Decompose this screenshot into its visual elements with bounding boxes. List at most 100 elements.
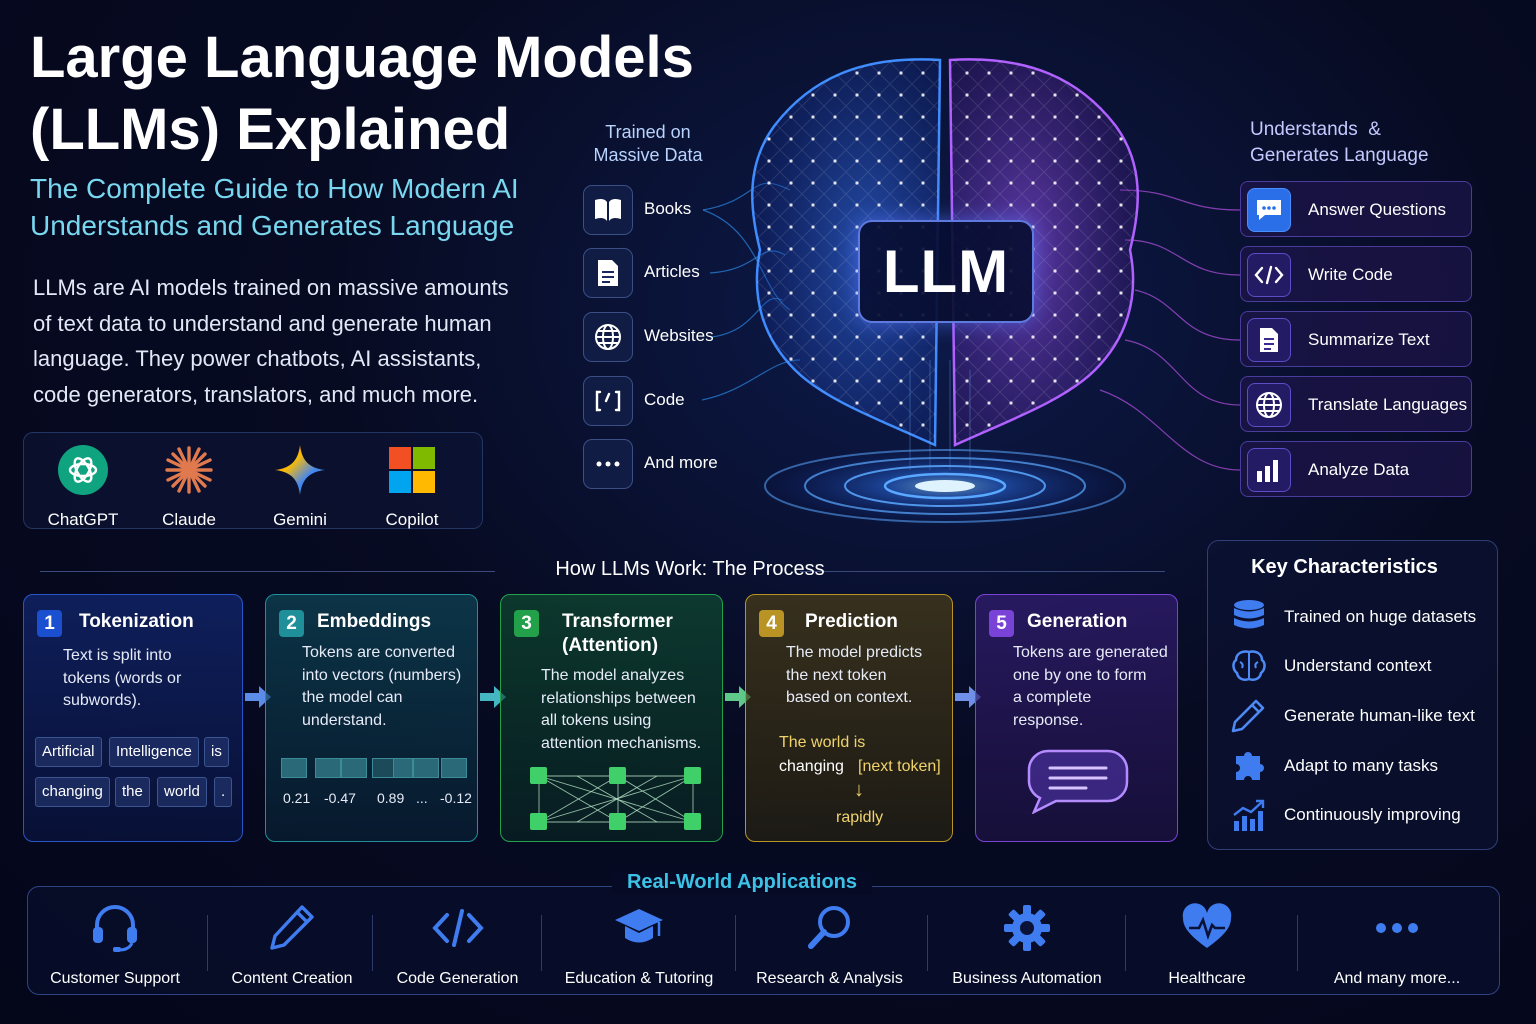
prediction-example-line-1: The world is	[779, 734, 866, 751]
arrow-right-icon	[480, 686, 506, 708]
copilot-logo-icon	[389, 447, 435, 493]
vector-cell	[413, 758, 439, 778]
token-chip: the	[115, 777, 150, 807]
models-panel: ChatGPT Claude	[23, 432, 483, 529]
next-token-tag: [next token]	[858, 758, 941, 775]
arrow-right-icon	[955, 686, 981, 708]
divider	[800, 571, 1165, 572]
intro-line: code generators, translators, and much m…	[33, 381, 479, 407]
process-title: How LLMs Work: The Process	[555, 558, 825, 580]
token-chip: world	[157, 777, 207, 807]
characteristic-item: Continuously improving	[1230, 797, 1490, 833]
app-healthcare[interactable]: Healthcare	[1140, 903, 1274, 991]
source-label: Books	[644, 199, 692, 218]
arrow-right-icon	[725, 686, 751, 708]
step-embeddings: 2 Embeddings Tokens are converted into v…	[265, 594, 478, 842]
model-copilot[interactable]: Copilot	[362, 443, 462, 530]
model-chatgpt[interactable]: ChatGPT	[33, 443, 133, 530]
divider	[1125, 915, 1126, 971]
divider	[927, 915, 928, 971]
pencil-icon	[1231, 699, 1265, 733]
book-icon	[583, 185, 633, 235]
app-education-tutoring[interactable]: Education & Tutoring	[553, 903, 725, 991]
outputs-heading: Understands & Generates Language	[1250, 117, 1470, 169]
output-label: Answer Questions	[1308, 200, 1446, 219]
step-tokenization: 1 Tokenization Text is split into tokens…	[23, 594, 243, 842]
source-item-code[interactable]: Code	[583, 376, 733, 426]
output-label: Analyze Data	[1308, 460, 1410, 479]
output-label: Translate Languages	[1308, 395, 1468, 414]
step-description: Text is split into tokens (words or subw…	[63, 647, 182, 709]
app-research-analysis[interactable]: Research & Analysis	[752, 903, 907, 991]
model-claude[interactable]: Claude	[139, 443, 239, 530]
characteristic-label: Generate human-like text	[1284, 706, 1475, 725]
step-description: The model analyzes relationships between…	[541, 667, 702, 752]
app-label: And many more...	[1333, 970, 1461, 987]
intro-line: LLMs are AI models trained on massive am…	[33, 275, 509, 300]
arrow-right-icon	[245, 686, 271, 708]
output-translate-languages[interactable]: Translate Languages	[1240, 376, 1472, 432]
characteristic-item: Generate human-like text	[1230, 698, 1490, 734]
step-description: Tokens are converted into vectors (numbe…	[302, 644, 462, 729]
output-answer-questions[interactable]: Answer Questions	[1240, 181, 1472, 237]
puzzle-icon	[1236, 752, 1264, 780]
app-code-generation[interactable]: Code Generation	[385, 903, 530, 991]
globe-icon	[583, 312, 633, 362]
vector-cell	[281, 758, 307, 778]
app-customer-support[interactable]: Customer Support	[40, 903, 190, 991]
intro-line: language. They power chatbots, AI assist…	[33, 346, 482, 371]
source-item-books[interactable]: Books	[583, 185, 733, 235]
characteristic-label: Adapt to many tasks	[1284, 756, 1439, 775]
pencil-icon	[270, 905, 314, 950]
intro-line: of text data to understand and generate …	[33, 310, 492, 336]
glow-platform	[764, 449, 1126, 523]
app-label: Business Automation	[952, 970, 1102, 987]
model-gemini[interactable]: Gemini	[250, 443, 350, 530]
key-characteristics-title: Key Characteristics	[1251, 556, 1438, 578]
sources-heading-line-1: Trained on	[605, 122, 691, 142]
step-transformer: 3 Transformer (Attention) The model anal…	[500, 594, 723, 842]
characteristic-item: Understand context	[1230, 648, 1490, 684]
subtitle-line-2: Understands and Generates Language	[30, 210, 515, 241]
source-item-articles[interactable]: Articles	[583, 248, 733, 298]
model-name: Gemini	[273, 510, 327, 529]
source-item-websites[interactable]: Websites	[583, 312, 733, 362]
app-more[interactable]: And many more...	[1322, 903, 1472, 991]
vector-value: -0.12	[440, 790, 472, 806]
more-dots-icon	[583, 439, 633, 489]
title-line-1: Large Language Models	[30, 25, 694, 90]
divider	[1297, 915, 1298, 971]
app-content-creation[interactable]: Content Creation	[217, 903, 367, 991]
output-analyze-data[interactable]: Analyze Data	[1240, 441, 1472, 497]
vector-value: 0.21	[283, 790, 311, 806]
app-label: Customer Support	[50, 970, 180, 987]
code-tag-icon	[431, 909, 484, 947]
model-name: Copilot	[385, 510, 439, 529]
attention-network-diagram	[530, 767, 701, 830]
divider	[735, 915, 736, 971]
sources-heading-line-2: Massive Data	[593, 145, 703, 165]
source-item-more[interactable]: And more	[583, 439, 733, 489]
characteristic-label: Trained on huge datasets	[1284, 607, 1477, 626]
app-business-automation[interactable]: Business Automation	[944, 903, 1110, 991]
predicted-token: rapidly	[836, 809, 884, 826]
applications-title: Real-World Applications	[612, 871, 872, 894]
step-description: Tokens are generated one by one to form …	[1013, 644, 1168, 729]
page-subtitle: The Complete Guide to How Modern AI Unde…	[30, 170, 570, 244]
app-label: Research & Analysis	[756, 970, 903, 987]
output-write-code[interactable]: Write Code	[1240, 246, 1472, 302]
step-number: 4	[759, 610, 784, 637]
output-summarize-text[interactable]: Summarize Text	[1240, 311, 1472, 367]
response-bubble-icon	[1027, 749, 1129, 814]
source-label: Articles	[644, 262, 700, 281]
database-icon	[1234, 600, 1264, 629]
divider	[40, 571, 495, 572]
step-title: Transformer (Attention)	[562, 611, 673, 656]
vector-value: ...	[416, 790, 428, 806]
step-number: 1	[37, 610, 62, 637]
step-description: The model predicts the next token based …	[786, 644, 923, 706]
app-label: Education & Tutoring	[564, 970, 714, 987]
step-title: Tokenization	[79, 611, 194, 632]
output-label: Summarize Text	[1308, 330, 1430, 349]
claude-logo-icon	[165, 446, 213, 494]
